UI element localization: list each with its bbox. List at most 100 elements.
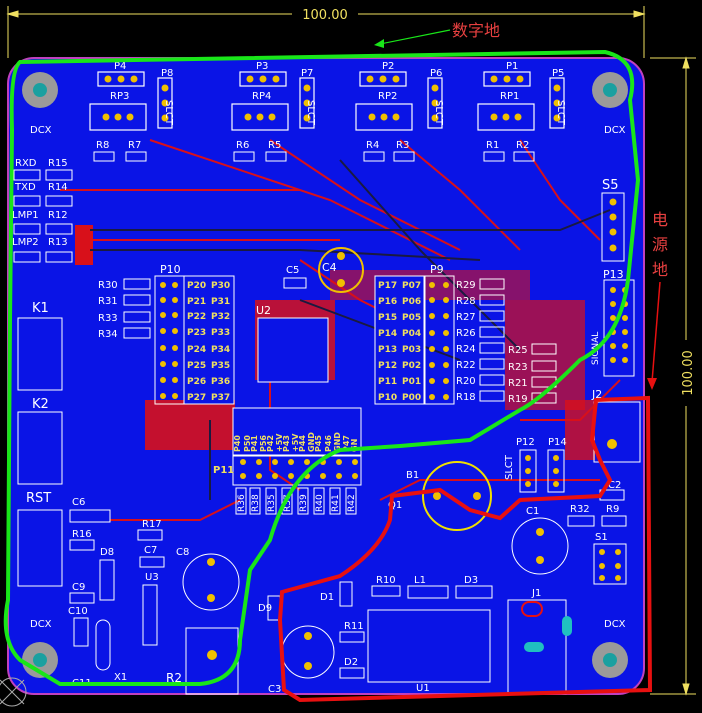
svg-text:P41: P41: [250, 435, 259, 452]
svg-text:+5V: +5V: [291, 433, 300, 452]
dimension-top-label: 100.00: [302, 8, 348, 23]
svg-text:C7: C7: [144, 545, 157, 556]
svg-text:P50: P50: [243, 435, 252, 452]
svg-text:P10: P10: [160, 263, 181, 276]
svg-text:P31: P31: [211, 297, 230, 307]
dim-top-bg: [292, 6, 358, 22]
svg-text:P5: P5: [552, 68, 564, 79]
svg-text:P05: P05: [402, 313, 421, 323]
top-connectors: P4 P8 RP3 P3 P7 RP4 P2 P6 RP2 P1 P5 RP1 …: [89, 61, 566, 162]
svg-text:RXD: RXD: [15, 158, 37, 169]
svg-text:R2: R2: [516, 140, 529, 151]
svg-text:R3: R3: [396, 140, 409, 151]
header-p11: P11 P40 P50 P41 P56 P42 +5V P43 +5V P44 …: [213, 407, 362, 515]
svg-text:D3: D3: [464, 575, 478, 586]
svg-text:P44: P44: [298, 435, 307, 452]
svg-text:P14: P14: [548, 437, 567, 448]
svg-text:P47: P47: [342, 435, 351, 452]
svg-text:SLCT: SLCT: [433, 100, 444, 126]
svg-text:P36: P36: [211, 377, 230, 387]
svg-text:S5: S5: [602, 178, 619, 193]
svg-text:SLCT: SLCT: [163, 100, 174, 126]
svg-text:P37: P37: [211, 393, 230, 403]
svg-text:R7: R7: [128, 140, 141, 151]
svg-text:R4: R4: [366, 140, 379, 151]
svg-text:J2: J2: [591, 388, 602, 401]
left-side-parts: [13, 169, 73, 587]
svg-text:R10: R10: [376, 575, 396, 586]
svg-text:R21: R21: [508, 378, 528, 389]
digital-ground-outline: [3, 49, 641, 686]
svg-text:P11: P11: [378, 377, 397, 387]
svg-text:P16: P16: [378, 297, 397, 307]
svg-text:C10: C10: [68, 606, 88, 617]
svg-text:R30: R30: [98, 280, 118, 291]
svg-text:P13: P13: [378, 345, 397, 355]
svg-text:P23: P23: [187, 328, 206, 338]
svg-text:D9: D9: [258, 603, 272, 614]
u2-area: U2 C5 C4: [256, 247, 364, 383]
svg-text:L1: L1: [414, 575, 426, 586]
mounting-holes: [22, 72, 628, 678]
svg-text:R24: R24: [456, 344, 476, 355]
svg-text:P26: P26: [187, 377, 206, 387]
svg-text:R38: R38: [251, 494, 261, 512]
svg-text:R25: R25: [508, 345, 528, 356]
svg-text:P00: P00: [402, 393, 421, 403]
svg-text:P6: P6: [430, 68, 442, 79]
svg-text:RP3: RP3: [110, 91, 129, 102]
svg-text:Q1: Q1: [388, 500, 402, 511]
svg-text:D1: D1: [320, 592, 334, 603]
svg-text:R15: R15: [48, 158, 68, 169]
svg-text:P7: P7: [301, 68, 313, 79]
svg-text:TXD: TXD: [14, 182, 36, 193]
svg-text:P17: P17: [378, 281, 397, 291]
svg-text:P03: P03: [402, 345, 421, 355]
svg-text:R22: R22: [456, 360, 476, 371]
svg-text:P14: P14: [378, 329, 397, 339]
svg-text:R16: R16: [72, 529, 92, 540]
svg-text:P9: P9: [430, 263, 444, 276]
svg-text:P3: P3: [256, 61, 268, 72]
svg-text:R2: R2: [166, 671, 182, 685]
svg-text:P12: P12: [516, 437, 535, 448]
dimension-right-label: 100.00: [681, 350, 696, 396]
svg-text:C2: C2: [608, 480, 621, 491]
dcx-labels: DCX DCX DCX DCX: [30, 125, 626, 630]
svg-text:D8: D8: [100, 547, 114, 558]
svg-text:P07: P07: [402, 281, 421, 291]
svg-text:R6: R6: [236, 140, 249, 151]
svg-text:C5: C5: [286, 265, 299, 276]
svg-text:P46: P46: [324, 435, 333, 452]
svg-text:R28: R28: [456, 296, 476, 307]
svg-text:RST: RST: [26, 491, 51, 506]
svg-text:RP2: RP2: [378, 91, 397, 102]
svg-text:P35: P35: [211, 361, 230, 371]
dim-right-bg: [679, 340, 695, 406]
svg-text:X1: X1: [114, 672, 127, 683]
svg-text:R8: R8: [96, 140, 109, 151]
svg-text:R32: R32: [570, 504, 590, 515]
svg-text:P10: P10: [378, 393, 397, 403]
svg-text:R33: R33: [98, 313, 118, 324]
svg-text:D2: D2: [344, 657, 358, 668]
svg-text:R29: R29: [456, 280, 476, 291]
svg-text:R37: R37: [283, 494, 293, 512]
svg-text:DCX: DCX: [30, 125, 52, 136]
left-side-labels: RXD TXD LMP1 LMP2 R15 R14 R12 R13 K1 K2 …: [12, 158, 68, 506]
svg-text:RP1: RP1: [500, 91, 519, 102]
svg-text:U3: U3: [145, 572, 159, 583]
svg-text:DCX: DCX: [604, 125, 626, 136]
svg-text:P02: P02: [402, 361, 421, 371]
svg-text:P01: P01: [402, 377, 421, 387]
svg-text:R42: R42: [347, 494, 357, 512]
power-ground-char-1: 电: [652, 210, 668, 229]
svg-text:P45: P45: [314, 435, 323, 452]
svg-text:K1: K1: [32, 301, 49, 316]
svg-text:C1: C1: [526, 506, 539, 517]
svg-text:DCX: DCX: [30, 619, 52, 630]
svg-text:R23: R23: [508, 362, 528, 373]
